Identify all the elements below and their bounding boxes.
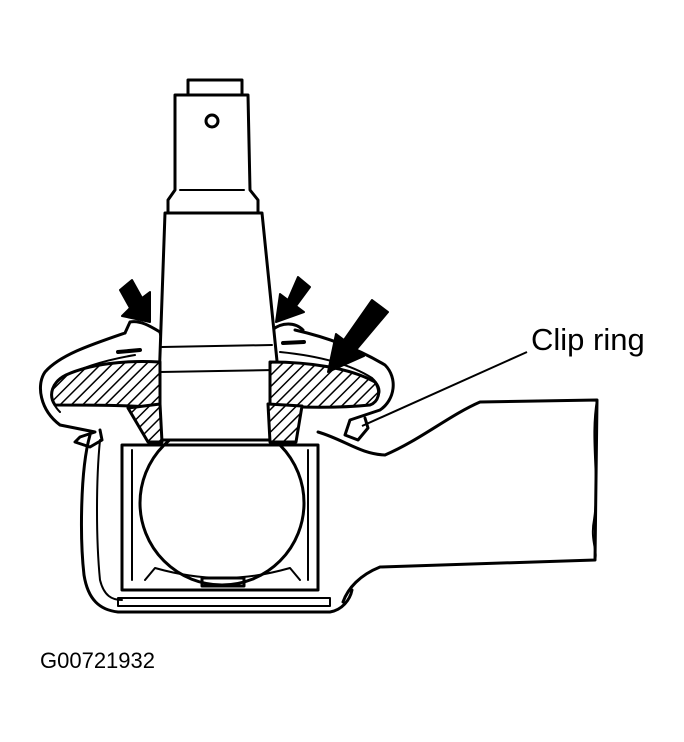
socket-housing bbox=[80, 433, 354, 614]
arrow-left bbox=[119, 279, 151, 323]
seat-plug bbox=[200, 576, 246, 588]
shank-band-lower bbox=[159, 369, 275, 373]
seal-inner-right bbox=[266, 402, 304, 444]
arm-break-edge bbox=[591, 399, 598, 561]
boot-seam-left bbox=[116, 348, 142, 354]
arrow-right bbox=[327, 299, 389, 373]
shank-band-upper bbox=[161, 344, 273, 348]
dust-boot bbox=[38, 331, 127, 449]
boot-seam-right bbox=[281, 340, 306, 345]
clip-ring-leader bbox=[361, 351, 528, 427]
cotter-pin-hole bbox=[204, 113, 220, 129]
seal-inner-left bbox=[126, 402, 164, 444]
figure-id: G00721932 bbox=[40, 648, 155, 673]
clip-ring-label: Clip ring bbox=[531, 322, 645, 357]
socket-cup bbox=[120, 443, 320, 592]
housing-inner-left bbox=[96, 439, 123, 601]
tie-rod-arm bbox=[316, 398, 599, 604]
arrow-middle bbox=[275, 276, 311, 323]
boot-lip-left bbox=[123, 320, 165, 347]
seal-left bbox=[50, 360, 162, 410]
seal-right bbox=[268, 360, 381, 409]
ball-stud-shank bbox=[155, 211, 287, 442]
stud-cap bbox=[186, 78, 244, 97]
cup-bottom-plate bbox=[117, 597, 331, 607]
stud-thread-end bbox=[166, 93, 260, 215]
dust-boot-right bbox=[293, 328, 395, 442]
